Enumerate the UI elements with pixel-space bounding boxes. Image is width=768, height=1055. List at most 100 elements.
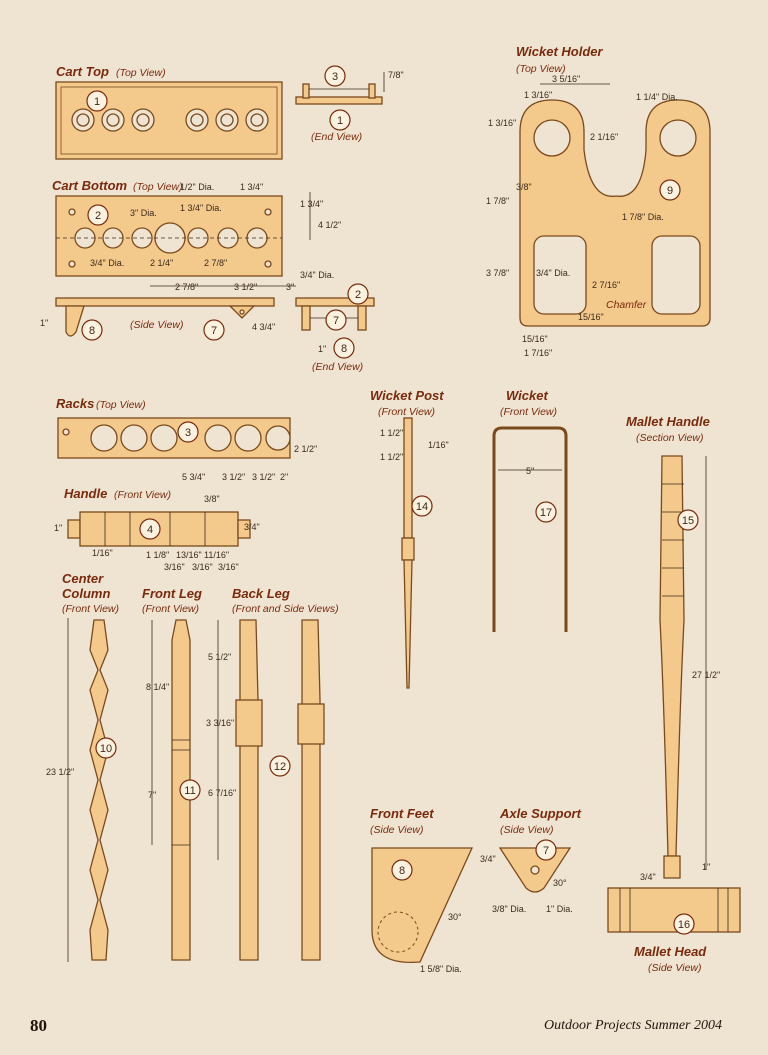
- dim-wh-1-3-16b: 1 3/16": [488, 118, 516, 128]
- cart-top-title: Cart Top: [56, 64, 109, 79]
- svg-text:17: 17: [540, 507, 552, 519]
- svg-text:1: 1: [337, 115, 343, 127]
- dim-as-1dia: 1" Dia.: [546, 904, 573, 914]
- dim-cb-1-3-4b: 1 3/4": [300, 199, 323, 209]
- callout-1: [86, 90, 108, 112]
- dim-hd-11-16: 11/16": [204, 550, 229, 560]
- cart-bottom-end-view: (End View): [312, 361, 363, 373]
- callout-17: [535, 501, 557, 523]
- dim-wh-1-3-16: 1 3/16": [524, 90, 552, 100]
- back-leg-side: [301, 619, 321, 961]
- page-number: 80: [30, 1016, 47, 1035]
- front-leg-view: (Front View): [142, 603, 199, 615]
- wicket-post-title: Wicket Post: [370, 388, 444, 403]
- magazine-footer: Outdoor Projects Summer 2004: [544, 1018, 722, 1033]
- dim-wh-1-7-8: 1 7/8": [486, 196, 509, 206]
- cart-bottom-group: Cart Bottom (Top View) 1/2" Dia. 1 3/4" …: [40, 178, 375, 373]
- callout-12: [269, 755, 291, 777]
- dim-wh-15-16b: 15/16": [522, 334, 548, 344]
- dim-hd-3-8: 3/8": [204, 494, 220, 504]
- wicket-title: Wicket: [506, 388, 548, 403]
- svg-text:2: 2: [95, 210, 101, 222]
- mallet-handle-group: Mallet Handle (Section View) 27 1/2" 1" …: [626, 414, 720, 882]
- dim-ct-end: 7/8": [388, 70, 404, 80]
- callout-16: [673, 913, 695, 935]
- dim-wh-3-4dia: 3/4" Dia.: [536, 268, 570, 278]
- dim-hd-1-16: 1/16": [92, 548, 113, 558]
- dim-cb-4-1-2: 4 1/2": [318, 220, 341, 230]
- dim-cb-3dia: 3" Dia.: [130, 208, 157, 218]
- dim-hd-1-1-8: 1 1/8": [146, 550, 169, 560]
- dim-cb-1-3-4: 1 3/4": [240, 182, 263, 192]
- axle-support-group: Axle Support (Side View) 3/4" 30° 3/8" D…: [480, 806, 582, 914]
- callout-8-side: [81, 319, 103, 341]
- cart-bottom-title: Cart Bottom: [52, 178, 128, 193]
- svg-text:8: 8: [89, 325, 95, 337]
- dim-cb-3: 3": [286, 282, 294, 292]
- dim-bl-6-7-16: 6 7/16": [208, 788, 236, 798]
- dim-wh-3-7-8: 3 7/8": [486, 268, 509, 278]
- dim-wp-1-16: 1/16": [428, 440, 449, 450]
- dim-wh-15-16a: 15/16": [578, 312, 604, 322]
- svg-text:7: 7: [333, 315, 339, 327]
- front-feet-group: Front Feet (Side View) 30° 1 5/8" Dia.: [370, 806, 474, 974]
- cart-top-end-view: (End View): [311, 131, 362, 143]
- dim-wh-3-5-16: 3 5/16": [552, 74, 580, 84]
- center-column-group: Center Column (Front View) 23 1/2": [46, 571, 119, 962]
- dim-mh-1: 1": [702, 862, 710, 872]
- dim-cb-2-7-8: 2 7/8": [204, 258, 227, 268]
- callout-3: [177, 421, 199, 443]
- dim-rk-5-3-4: 5 3/4": [182, 472, 205, 482]
- back-leg-title: Back Leg: [232, 586, 290, 601]
- dim-hd-3-16b: 3/16": [192, 562, 213, 572]
- svg-text:11: 11: [184, 785, 195, 797]
- dim-as-3-4: 3/4": [480, 854, 496, 864]
- dim-as-30: 30°: [553, 878, 567, 888]
- callout-8-end: [333, 337, 355, 359]
- front-feet-shape: [371, 847, 474, 964]
- handle-view: (Front View): [114, 489, 171, 501]
- center-column-title-2: Column: [62, 586, 110, 601]
- svg-text:10: 10: [100, 743, 112, 755]
- dim-cb-3-4dia: 3/4" Dia.: [90, 258, 124, 268]
- dim-wh-1-7-8dia: 1 7/8" Dia.: [622, 212, 664, 222]
- svg-text:2: 2: [355, 289, 361, 301]
- axle-support-view: (Side View): [500, 824, 554, 836]
- dim-hd-1: 1": [54, 523, 62, 533]
- dim-cb-4-3-4: 4 3/4": [252, 322, 275, 332]
- axle-support-title: Axle Support: [499, 806, 582, 821]
- wicket-post-group: Wicket Post (Front View) 1 1/2" 1/16" 1 …: [370, 388, 449, 689]
- dim-ff-1-5-8dia: 1 5/8" Dia.: [420, 964, 462, 974]
- callout-7-end: [325, 309, 347, 331]
- wicket-holder-chamfer: Chamfer: [606, 299, 647, 311]
- callout-8: [391, 859, 413, 881]
- dim-cb-3-4dia-b: 3/4" Dia.: [300, 270, 334, 280]
- dim-rk-2-1-2: 2 1/2": [294, 444, 317, 454]
- dim-fl-7: 7": [148, 790, 156, 800]
- dim-hd-3-16c: 3/16": [218, 562, 239, 572]
- callout-3-end: [324, 65, 346, 87]
- dim-rk-3-1-2a: 3 1/2": [222, 472, 245, 482]
- dim-cb-1-3-4dia: 1 3/4" Dia.: [180, 203, 222, 213]
- front-leg-title: Front Leg: [142, 586, 202, 601]
- wicket-holder-title: Wicket Holder: [516, 44, 604, 59]
- back-leg-front: [239, 619, 259, 961]
- racks-title: Racks: [56, 396, 94, 411]
- svg-text:7: 7: [543, 845, 549, 857]
- mallet-head-group: Mallet Head (Side View): [607, 887, 741, 974]
- svg-text:8: 8: [341, 343, 347, 355]
- callout-9: [659, 179, 681, 201]
- cart-bottom-side-board: [55, 297, 275, 307]
- callout-14: [411, 495, 433, 517]
- callout-2: [87, 204, 109, 226]
- callout-7: [535, 839, 557, 861]
- svg-text:9: 9: [667, 185, 673, 197]
- callout-2-end: [347, 283, 369, 305]
- svg-text:3: 3: [332, 71, 338, 83]
- mallet-handle-title: Mallet Handle: [626, 414, 710, 429]
- svg-text:16: 16: [678, 919, 690, 931]
- cart-top-view: (Top View): [116, 67, 166, 79]
- dim-bl-3-3-16: 3 3/16": [206, 718, 234, 728]
- dim-wp-1-1-2a: 1 1/2": [380, 428, 403, 438]
